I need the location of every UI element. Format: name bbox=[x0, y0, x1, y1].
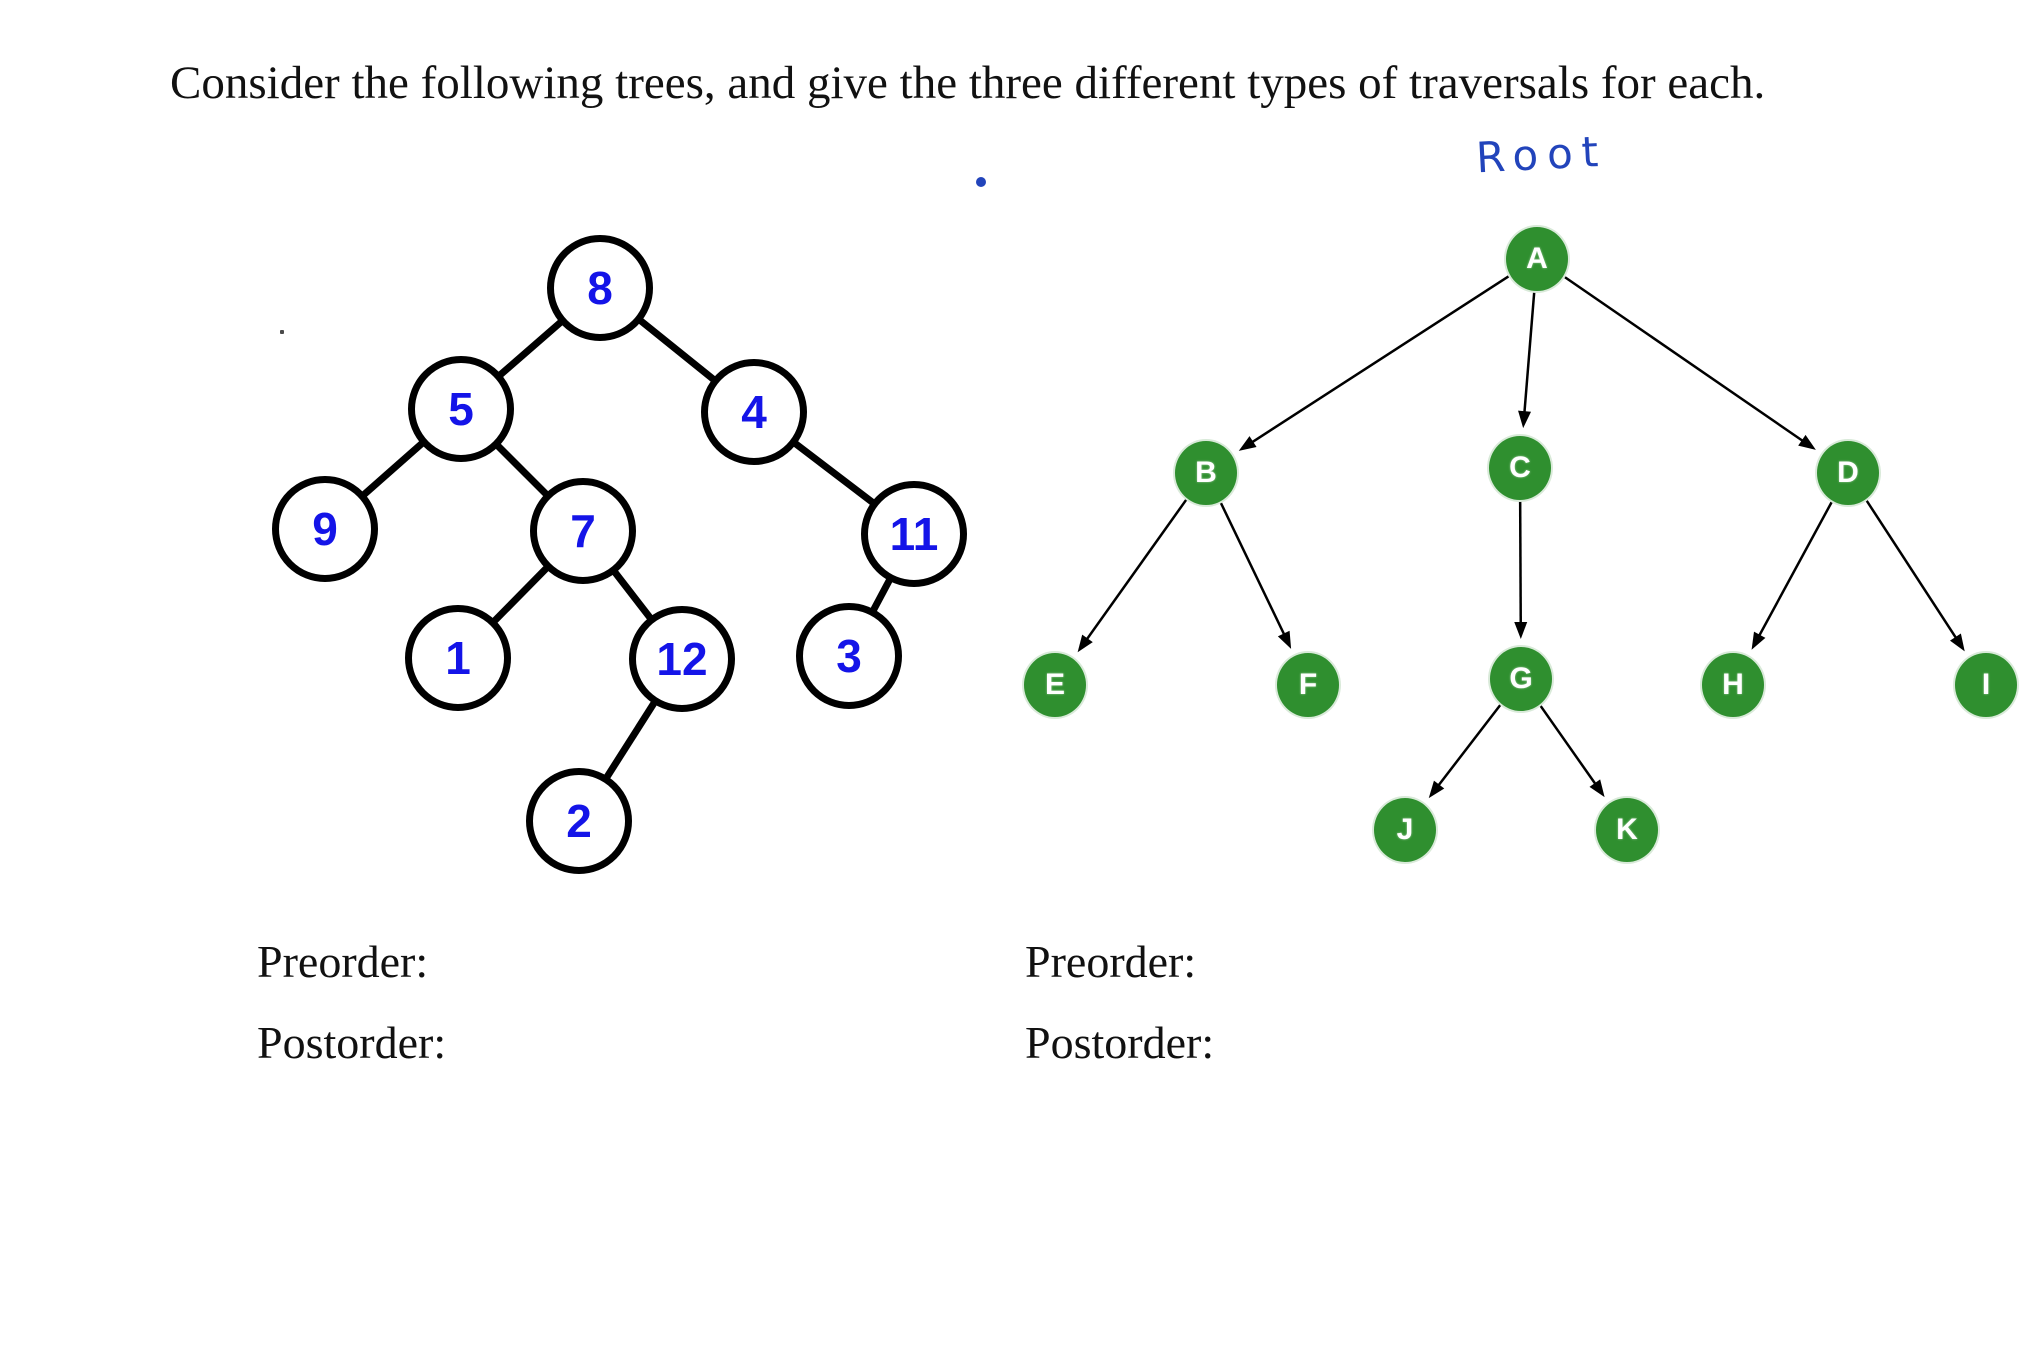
tree-node-12: 12 bbox=[629, 606, 735, 712]
tree-node-D: D bbox=[1815, 439, 1881, 507]
tree-edge bbox=[1518, 500, 1523, 630]
tree-node-K: K bbox=[1594, 796, 1660, 864]
tree-node-E: E bbox=[1022, 651, 1088, 719]
arrowhead-icon bbox=[1428, 780, 1445, 799]
tree-node-F: F bbox=[1275, 651, 1341, 719]
right-preorder-label: Preorder: bbox=[1025, 936, 1197, 987]
tree-edge bbox=[1564, 276, 1809, 446]
tree-node-7: 7 bbox=[530, 478, 636, 584]
tree-node-8: 8 bbox=[547, 235, 653, 341]
tree-node-H: H bbox=[1700, 651, 1766, 719]
tree-node-2: 2 bbox=[526, 768, 632, 874]
tree-node-5: 5 bbox=[408, 356, 514, 462]
right-postorder-label: Postorder: bbox=[1025, 1017, 1215, 1068]
arrowhead-icon bbox=[1589, 779, 1605, 798]
arrowhead-icon bbox=[1798, 434, 1816, 450]
tree-node-11: 11 bbox=[861, 481, 967, 587]
root-annotation: Root bbox=[1474, 126, 1609, 183]
tree-node-3: 3 bbox=[796, 603, 902, 709]
tree-edge bbox=[1755, 501, 1833, 642]
left-preorder-label: Preorder: bbox=[257, 936, 429, 987]
tree-edge bbox=[1865, 499, 1961, 644]
arrowhead-icon bbox=[1277, 630, 1292, 649]
tree-node-9: 9 bbox=[272, 476, 378, 582]
arrowhead-icon bbox=[1077, 634, 1093, 653]
tree-node-1: 1 bbox=[405, 605, 511, 711]
stray-mark-dot bbox=[280, 330, 284, 334]
tree-edge bbox=[1219, 502, 1288, 641]
blue-ink-dot bbox=[976, 177, 986, 187]
tree-node-A: A bbox=[1504, 225, 1570, 293]
tree-node-I: I bbox=[1953, 651, 2019, 719]
arrowhead-icon bbox=[1238, 436, 1257, 451]
tree-node-J: J bbox=[1372, 796, 1438, 864]
tree-edge bbox=[1522, 291, 1536, 419]
arrowhead-icon bbox=[1518, 410, 1532, 429]
page-title: Consider the following trees, and give t… bbox=[170, 57, 1766, 109]
arrowhead-icon bbox=[1751, 631, 1766, 650]
arrowhead-icon bbox=[1950, 633, 1965, 652]
tree-node-C: C bbox=[1487, 434, 1553, 502]
tree-node-4: 4 bbox=[701, 359, 807, 465]
tree-edge bbox=[1433, 704, 1502, 791]
tree-node-G: G bbox=[1488, 645, 1554, 713]
tree-edge bbox=[1082, 498, 1188, 645]
tree-node-B: B bbox=[1173, 439, 1239, 507]
arrowhead-icon bbox=[1514, 621, 1528, 640]
tree-edge bbox=[1246, 275, 1510, 447]
tree-edge bbox=[1539, 705, 1600, 790]
left-postorder-label: Postorder: bbox=[257, 1017, 447, 1068]
